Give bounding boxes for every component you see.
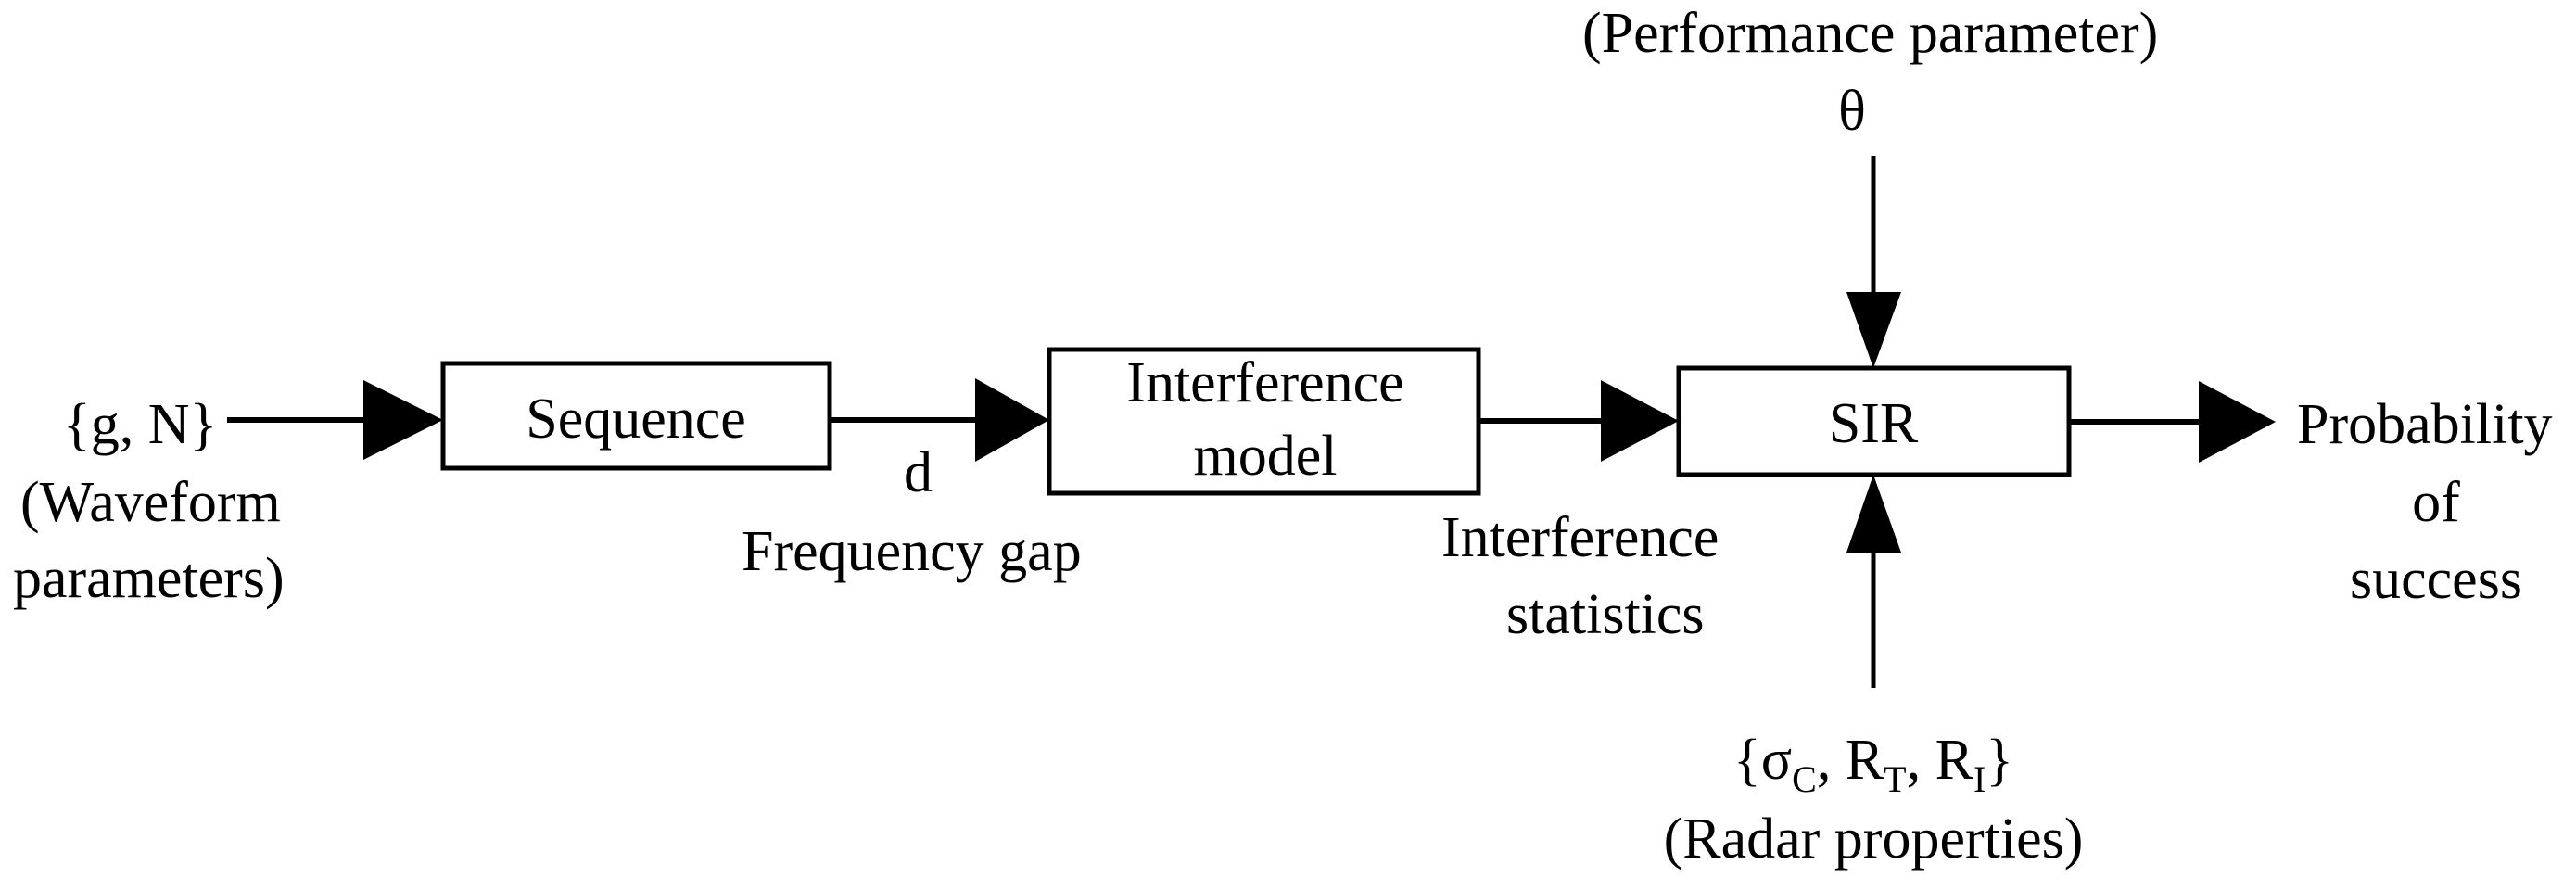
radar-properties-desc: (Radar properties) <box>1664 807 2084 871</box>
performance-parameter-symbol: θ <box>1838 80 1866 143</box>
waveform-desc-line2: parameters) <box>13 547 285 610</box>
edge-label-interference-statistics-line1: Interference <box>1441 506 1719 569</box>
radar-sym-sigma-sub: C <box>1792 758 1817 800</box>
arrowhead-up-icon <box>1846 475 1901 553</box>
edge-label-frequency-gap-desc: Frequency gap <box>742 520 1082 583</box>
waveform-desc-line1: (Waveform <box>20 471 281 534</box>
edge-performance-to-sir <box>1846 156 1901 368</box>
edge-sequence-to-interference: d Frequency gap <box>742 378 1082 583</box>
input-radar-properties: {σC, RT, RI} (Radar properties) <box>1664 729 2084 871</box>
edge-radar-to-sir <box>1846 475 1901 688</box>
radar-sym-rt-sub: T <box>1884 758 1906 800</box>
output-label-line2: of <box>2412 471 2460 534</box>
performance-parameter-desc: (Performance parameter) <box>1582 2 2158 65</box>
radar-sym-sigma: σ <box>1761 729 1792 792</box>
block-sequence-label: Sequence <box>526 388 746 451</box>
radar-sym-close: } <box>1986 729 2013 792</box>
arrowhead-right-icon <box>363 380 443 460</box>
edge-waveform-to-sequence <box>227 380 443 460</box>
block-sequence-rect[interactable] <box>440 361 832 471</box>
output-label-line1: Probability <box>2297 393 2553 456</box>
block-interference-model[interactable]: Interference model <box>1047 347 1481 496</box>
radar-properties-symbol: {σC, RT, RI} <box>1733 729 2013 800</box>
arrowhead-right-icon <box>2199 381 2276 463</box>
input-waveform-parameters: {g, N} (Waveform parameters) <box>13 393 285 610</box>
block-interference-model-label-line2: model <box>1194 425 1338 488</box>
block-sir-label: SIR <box>1829 392 1919 455</box>
block-sequence[interactable]: Sequence <box>440 361 832 471</box>
block-interference-model-label-line1: Interference <box>1126 351 1403 414</box>
edge-sir-to-output <box>2069 381 2276 463</box>
edge-label-interference-statistics-line2: statistics <box>1506 583 1705 646</box>
output-label-line3: success <box>2350 548 2522 611</box>
arrowhead-right-icon <box>975 378 1049 462</box>
block-sir[interactable]: SIR <box>1676 365 2072 477</box>
arrowhead-down-icon <box>1846 292 1901 368</box>
waveform-symbol-label: {g, N} <box>63 393 217 456</box>
block-interference-model-rect[interactable] <box>1047 347 1481 496</box>
radar-sym-comma1: , R <box>1817 729 1884 792</box>
output-probability-of-success: Probability of success <box>2297 393 2553 611</box>
edge-interference-to-sir: Interference statistics <box>1441 380 1719 646</box>
radar-sym-comma2: , R <box>1907 729 1974 792</box>
radar-sym-open: { <box>1733 729 1761 792</box>
input-performance-parameter: (Performance parameter) θ <box>1582 2 2158 143</box>
arrowhead-right-icon <box>1601 380 1679 462</box>
edge-label-frequency-gap-symbol: d <box>904 441 933 504</box>
radar-sym-ri-sub: I <box>1973 758 1986 800</box>
